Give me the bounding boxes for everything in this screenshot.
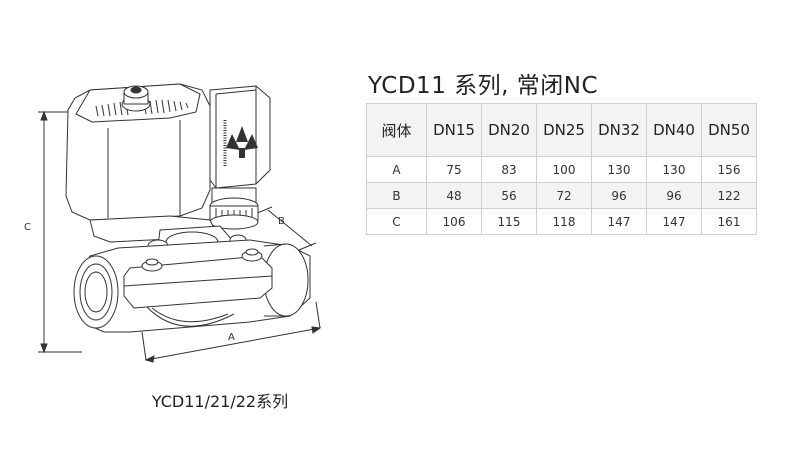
dim-b-label: B — [278, 216, 285, 227]
table-cell: 75 — [426, 156, 482, 183]
table-cell: 48 — [426, 182, 482, 209]
header-cell: DN40 — [646, 103, 702, 157]
table-cell: 100 — [536, 156, 592, 183]
header-cell: DN15 — [426, 103, 482, 157]
table-cell: 72 — [536, 182, 592, 209]
row-label: C — [366, 208, 427, 235]
table-cell: 147 — [591, 208, 647, 235]
table-row: C 106 115 118 147 147 161 — [366, 208, 757, 235]
table-cell: 156 — [701, 156, 757, 183]
dim-a-label: A — [228, 332, 235, 343]
table-cell: 161 — [701, 208, 757, 235]
row-label: A — [366, 156, 427, 183]
table-row: B 48 56 72 96 96 122 — [366, 182, 757, 209]
header-cell: 阀体 — [366, 103, 427, 157]
dim-a-line — [145, 327, 321, 361]
spec-table: 阀体 DN15 DN20 DN25 DN32 DN40 DN50 A 75 83… — [366, 103, 757, 235]
header-cell: DN25 — [536, 103, 592, 157]
table-row: A 75 83 100 130 130 156 — [366, 156, 757, 183]
dim-c-label: C — [24, 222, 31, 233]
header-cell: DN20 — [481, 103, 537, 157]
table-cell: 130 — [646, 156, 702, 183]
table-cell: 96 — [591, 182, 647, 209]
figure-caption: YCD11/21/22系列 — [151, 392, 289, 411]
table-cell: 106 — [426, 208, 482, 235]
spec-title: YCD11 系列, 常闭NC — [368, 73, 599, 99]
table-cell: 83 — [481, 156, 537, 183]
header-cell: DN32 — [591, 103, 647, 157]
table-cell: 122 — [701, 182, 757, 209]
brand-logo-icon — [226, 126, 258, 158]
table-cell: 130 — [591, 156, 647, 183]
header-cell: DN50 — [701, 103, 757, 157]
table-cell: 56 — [481, 182, 537, 209]
table-cell: 118 — [536, 208, 592, 235]
table-cell: 115 — [481, 208, 537, 235]
table-cell: 96 — [646, 182, 702, 209]
row-label: B — [366, 182, 427, 209]
table-header-row: 阀体 DN15 DN20 DN25 DN32 DN40 DN50 — [366, 103, 757, 157]
valve-drawing: C A B — [24, 83, 322, 363]
dim-b-line — [267, 209, 313, 247]
table-cell: 147 — [646, 208, 702, 235]
